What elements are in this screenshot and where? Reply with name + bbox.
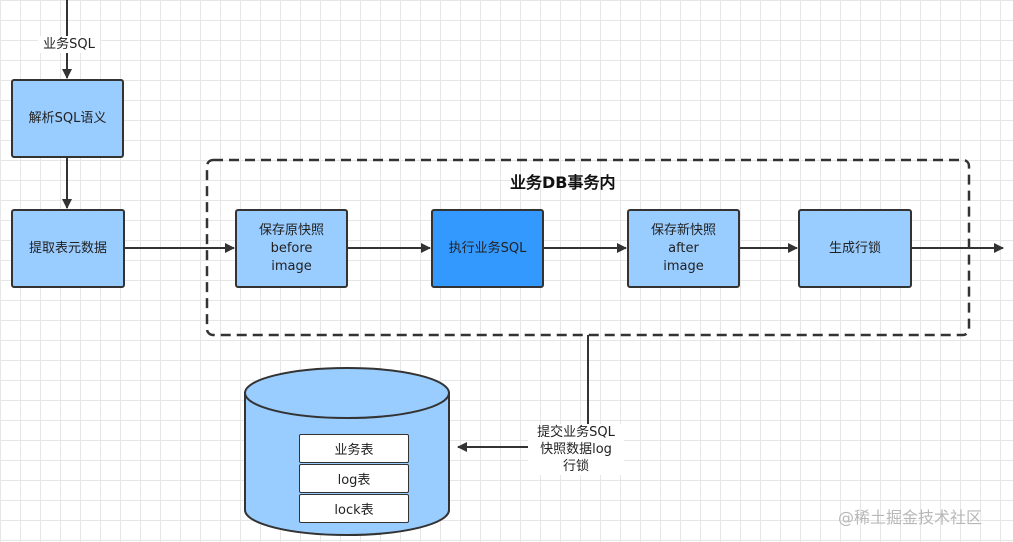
node-after-line-3: image <box>663 258 704 274</box>
node-parse-sql-label: 解析SQL语义 <box>28 110 107 126</box>
label-commit-line-2: 快照数据log <box>540 442 612 457</box>
node-execute-sql-label: 执行业务SQL <box>448 240 527 256</box>
label-commit: 提交业务SQL 快照数据log 行锁 <box>528 424 624 475</box>
label-commit-line-1: 提交业务SQL <box>537 425 615 440</box>
node-before-line-1: 保存原快照 <box>258 222 324 238</box>
node-extract-metadata-label: 提取表元数据 <box>28 240 107 256</box>
db-table-lock: lock表 <box>299 494 409 523</box>
node-parse-sql: 解析SQL语义 <box>11 79 124 158</box>
group-title: 业务DB事务内 <box>510 173 616 192</box>
node-before-line-2: before <box>270 240 313 256</box>
node-extract-metadata: 提取表元数据 <box>11 209 125 288</box>
node-save-before-image: 保存原快照 before image <box>235 209 348 288</box>
watermark: @稀土掘金技术社区 <box>838 508 983 527</box>
db-table-business: 业务表 <box>299 434 409 463</box>
node-generate-row-lock: 生成行锁 <box>798 209 912 288</box>
node-execute-sql: 执行业务SQL <box>431 209 544 288</box>
db-table-log: log表 <box>299 464 409 493</box>
node-generate-row-lock-label: 生成行锁 <box>828 240 881 256</box>
label-input-sql: 业务SQL <box>38 36 100 53</box>
node-after-line-2: after <box>668 240 699 256</box>
label-commit-line-3: 行锁 <box>562 459 589 474</box>
node-before-line-3: image <box>271 258 312 274</box>
node-save-after-image: 保存新快照 after image <box>627 209 740 288</box>
node-after-line-1: 保存新快照 <box>650 222 716 238</box>
